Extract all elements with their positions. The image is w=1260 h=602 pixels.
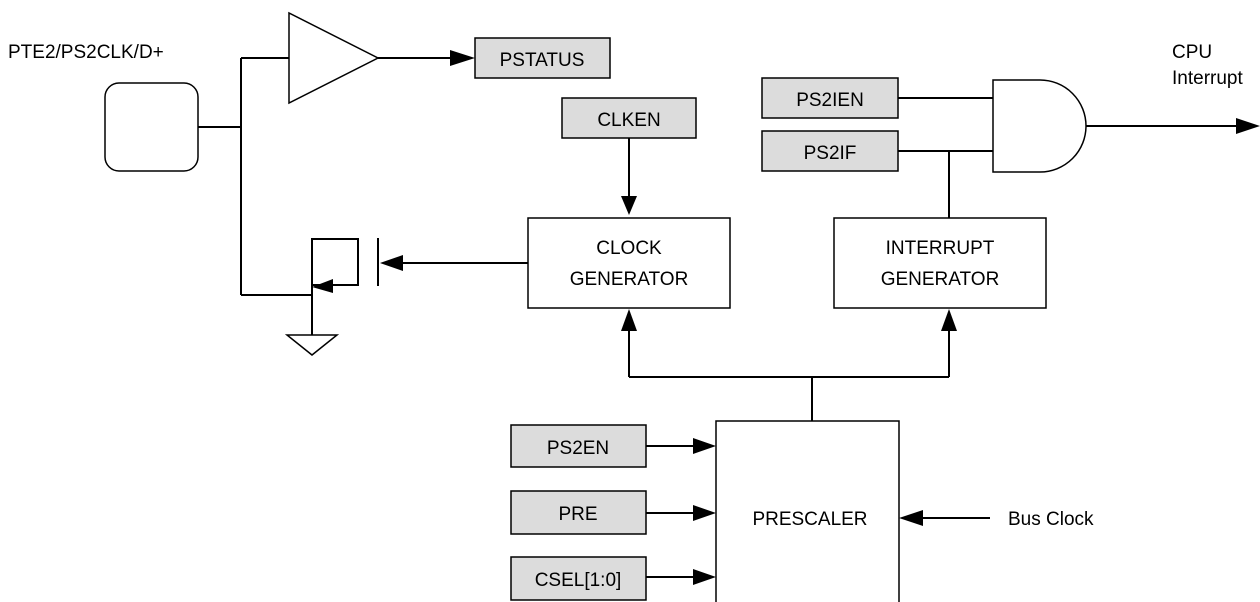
register-clken-box (561, 97, 697, 139)
register-clken-label: CLKEN (597, 110, 660, 131)
register-csel-box (510, 556, 647, 601)
interrupt-generator-block (833, 217, 1047, 309)
register-pre-box (510, 490, 647, 535)
and-gate-icon (992, 79, 1087, 173)
arrow-to-transistor-gate (380, 255, 403, 271)
arrow-to-cpu-interrupt (1236, 118, 1260, 134)
pin-label: PTE2/PS2CLK/D+ (8, 42, 164, 63)
clock-generator-line1: CLOCK (596, 238, 662, 259)
transistor-source-arrow (312, 279, 333, 293)
register-ps2if-box (761, 130, 899, 172)
register-ps2en-label: PS2EN (547, 438, 609, 459)
arrow-to-pstatus (450, 50, 475, 66)
arrow-to-clock-generator (621, 309, 637, 331)
arrow-csel-to-prescaler (693, 569, 716, 585)
bus-clock-label: Bus Clock (1008, 509, 1094, 530)
interrupt-generator-line2: GENERATOR (881, 269, 1000, 290)
clock-generator-line2: GENERATOR (570, 269, 689, 290)
register-pstatus-label: PSTATUS (500, 50, 585, 71)
arrow-pre-to-prescaler (693, 505, 716, 521)
interrupt-generator-line1: INTERRUPT (886, 238, 995, 259)
prescaler-label: PRESCALER (752, 509, 867, 530)
prescaler-distribution-wiring (628, 330, 950, 421)
register-ps2ien-label: PS2IEN (796, 90, 864, 111)
pin-wiring (198, 57, 359, 335)
register-csel-label: CSEL[1:0] (535, 570, 622, 591)
register-pre-label: PRE (558, 504, 597, 525)
register-pstatus-box (474, 37, 611, 79)
arrow-ps2en-to-prescaler (693, 438, 716, 454)
buffer-icon (288, 11, 380, 105)
arrow-bus-clock-to-prescaler (899, 510, 923, 526)
register-ps2if-label: PS2IF (804, 143, 857, 164)
prescaler-block (715, 420, 900, 602)
cpu-interrupt-label-line2: Interrupt (1172, 68, 1243, 89)
arrow-to-interrupt-generator (941, 309, 957, 331)
arrow-clken-to-clockgen (621, 196, 637, 215)
cpu-interrupt-label-line1: CPU (1172, 42, 1212, 63)
clock-generator-block (527, 217, 731, 309)
register-ps2en-box (510, 424, 647, 468)
ground-icon (284, 334, 340, 356)
register-ps2ien-box (761, 77, 899, 119)
pin-pad (104, 82, 199, 172)
